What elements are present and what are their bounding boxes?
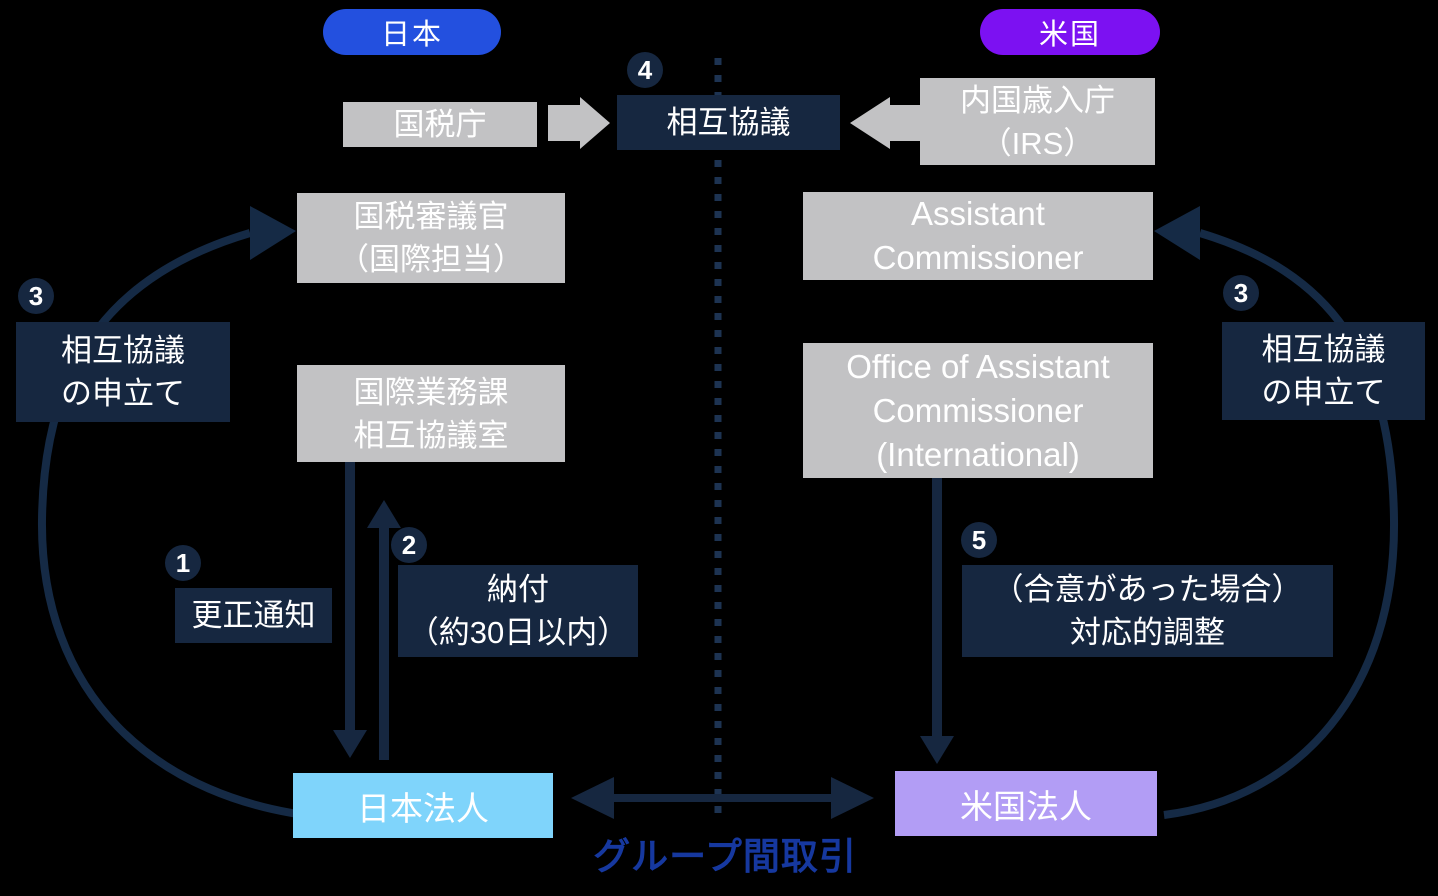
us-office-line2: Commissioner bbox=[872, 391, 1084, 429]
japan-map-office-line2: 相互協議室 bbox=[353, 417, 509, 453]
us-entity-box: 米国法人 bbox=[895, 771, 1157, 836]
nta-label: 国税庁 bbox=[393, 107, 487, 142]
step-badge-4: 4 bbox=[627, 52, 663, 88]
map-request-right-line1: 相互協議 bbox=[1261, 332, 1386, 367]
corresponding-adjustment-line1: （合意があった場合） bbox=[992, 572, 1303, 607]
japan-entity-box: 日本法人 bbox=[293, 773, 553, 838]
nta-box: 国税庁 bbox=[343, 102, 537, 147]
japan-map-request-arrowhead-icon bbox=[250, 206, 296, 260]
map-request-right-line2: の申立て bbox=[1261, 375, 1386, 410]
correction-notice-arrowhead-icon bbox=[333, 730, 367, 758]
irs-to-map-arrow-icon bbox=[850, 97, 922, 149]
adjustment-arrowhead-icon bbox=[920, 736, 954, 764]
payment-line2: （約30日以内） bbox=[407, 615, 629, 650]
map-request-box-right: 相互協議 の申立て bbox=[1222, 322, 1425, 420]
step-badge-5: 5 bbox=[961, 522, 997, 558]
us-office-line3: (International) bbox=[876, 435, 1080, 473]
map-request-box-left: 相互協議 の申立て bbox=[16, 322, 230, 422]
assistant-commissioner-line1: Assistant bbox=[911, 195, 1045, 232]
us-office-box: Office of Assistant Commissioner (Intern… bbox=[803, 343, 1153, 478]
japan-map-request-curve-arrow bbox=[37, 229, 331, 822]
country-pill-japan: 日本 bbox=[323, 9, 501, 55]
country-pill-us-label: 米国 bbox=[1038, 19, 1101, 51]
payment-box: 納付 （約30日以内） bbox=[398, 565, 638, 657]
map-request-left-line2: の申立て bbox=[61, 376, 185, 411]
corresponding-adjustment-line2: 対応的調整 bbox=[1070, 615, 1225, 650]
us-entity-label: 米国法人 bbox=[960, 787, 1092, 825]
irs-label-line1: 内国歳入庁 bbox=[960, 82, 1115, 118]
deputy-commissioner-box: 国税審議官 （国際担当） bbox=[297, 193, 565, 283]
step-badge-4-number: 4 bbox=[637, 54, 653, 85]
step-badge-3-right-number: 3 bbox=[1233, 277, 1249, 308]
step-badge-3-left: 3 bbox=[18, 278, 54, 314]
step-badge-2-number: 2 bbox=[401, 529, 417, 560]
us-map-request-arrowhead-icon bbox=[1154, 206, 1200, 260]
correction-notice-label: 更正通知 bbox=[191, 598, 316, 633]
us-office-line1: Office of Assistant bbox=[846, 347, 1110, 385]
irs-label-line2: （IRS） bbox=[980, 125, 1095, 161]
nta-to-map-arrow-icon bbox=[548, 97, 610, 149]
payment-line1: 納付 bbox=[487, 572, 549, 607]
mutual-agreement-box: 相互協議 bbox=[617, 95, 840, 150]
group-transaction-left-arrowhead-icon bbox=[571, 777, 614, 819]
japan-entity-label: 日本法人 bbox=[357, 789, 489, 827]
corresponding-adjustment-box: （合意があった場合） 対応的調整 bbox=[962, 565, 1333, 657]
group-transaction-label: グループ間取引 bbox=[575, 826, 875, 880]
us-map-request-curve-arrow bbox=[1163, 229, 1399, 819]
japan-map-office-box: 国際業務課 相互協議室 bbox=[297, 365, 565, 462]
deputy-commissioner-line1: 国税審議官 bbox=[353, 199, 509, 234]
assistant-commissioner-box: Assistant Commissioner bbox=[803, 192, 1153, 280]
correction-notice-box: 更正通知 bbox=[175, 588, 332, 643]
step-badge-3-left-number: 3 bbox=[28, 280, 44, 311]
assistant-commissioner-line2: Commissioner bbox=[872, 239, 1084, 276]
country-pill-japan-label: 日本 bbox=[380, 19, 443, 51]
step-badge-5-number: 5 bbox=[971, 524, 987, 555]
map-request-left-line1: 相互協議 bbox=[61, 333, 185, 368]
step-badge-2: 2 bbox=[391, 527, 427, 563]
group-transaction-right-arrowhead-icon bbox=[831, 777, 874, 819]
japan-map-office-line1: 国際業務課 bbox=[353, 374, 509, 410]
country-pill-us: 米国 bbox=[980, 9, 1160, 55]
payment-arrowhead-icon bbox=[367, 500, 401, 528]
group-transaction-text: グループ間取引 bbox=[593, 836, 857, 877]
step-badge-1-number: 1 bbox=[175, 547, 191, 578]
step-badge-3-right: 3 bbox=[1223, 275, 1259, 311]
deputy-commissioner-line2: （国際担当） bbox=[338, 242, 524, 277]
irs-box: 内国歳入庁 （IRS） bbox=[920, 78, 1155, 165]
step-badge-1: 1 bbox=[165, 545, 201, 581]
mutual-agreement-label: 相互協議 bbox=[666, 105, 791, 140]
